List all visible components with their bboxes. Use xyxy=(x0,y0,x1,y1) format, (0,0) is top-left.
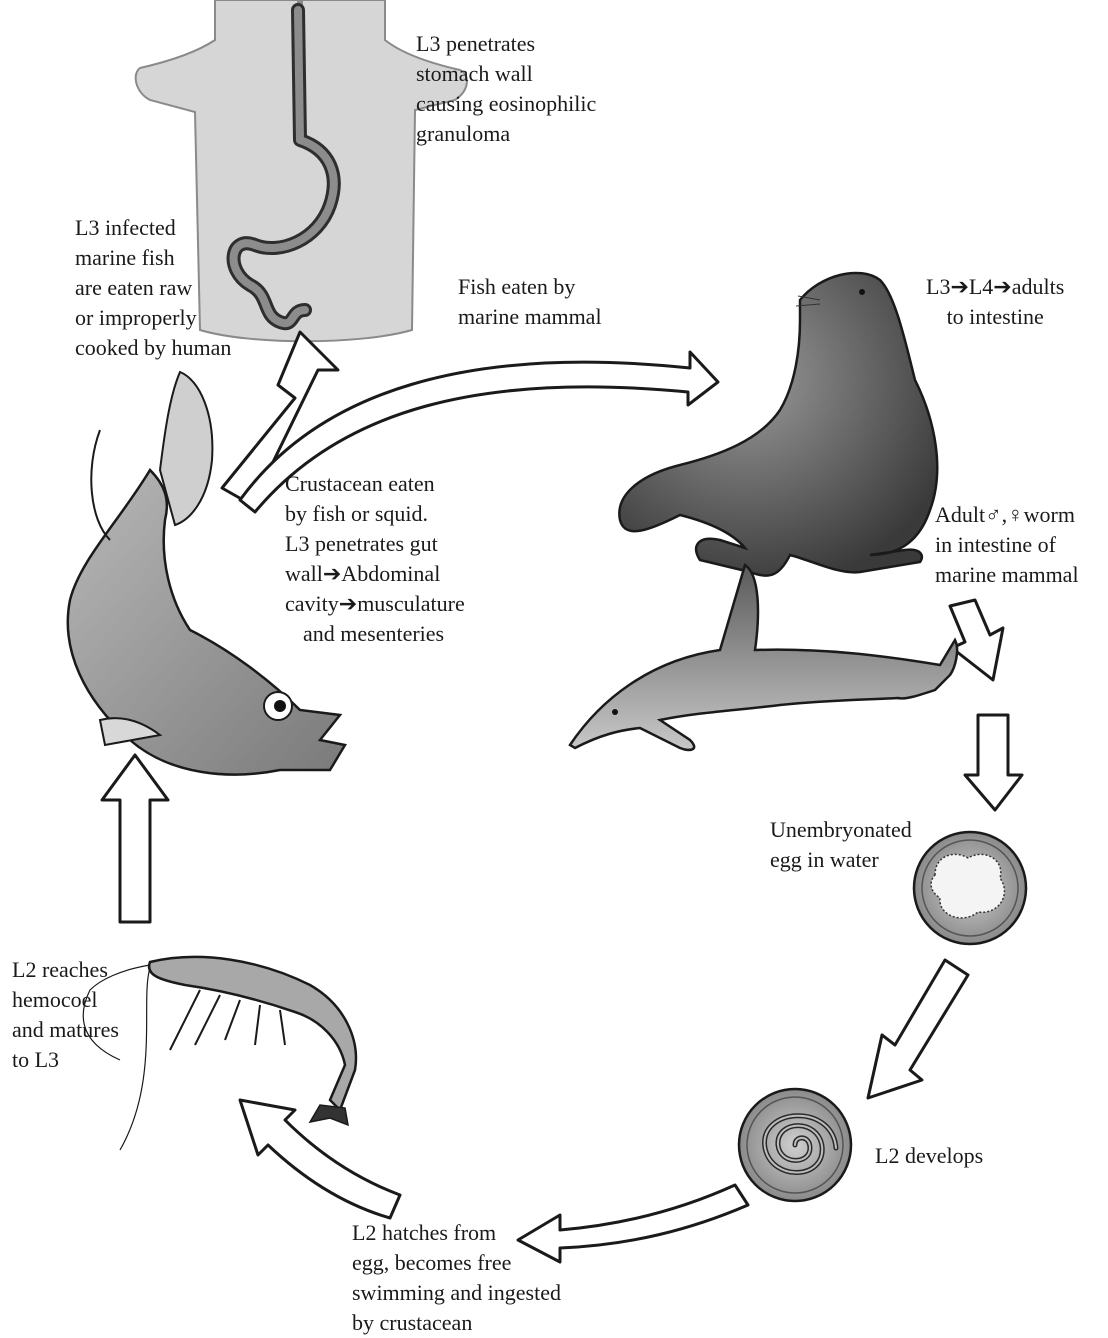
text-line: L3 penetrates xyxy=(416,29,596,59)
text-line: swimming and ingested xyxy=(352,1278,561,1308)
text-line: Fish eaten by xyxy=(458,272,602,302)
text-line: and matures xyxy=(12,1015,119,1045)
stomach-penetration-label: L3 penetrates stomach wall causing eosin… xyxy=(416,29,596,149)
text-line: hemocoel xyxy=(12,985,119,1015)
text-line: by fish or squid. xyxy=(285,499,465,529)
text-line: L3➔L4➔adults xyxy=(926,272,1064,302)
text-line: L2 reaches xyxy=(12,955,119,985)
text-line: Unembryonated xyxy=(770,815,912,845)
l2-matures-label: L2 reaches hemocoel and matures to L3 xyxy=(12,955,119,1075)
text-line: L2 develops xyxy=(875,1141,983,1171)
crustacean-eaten-label: Crustacean eaten by fish or squid. L3 pe… xyxy=(285,469,465,649)
text-line: Crustacean eaten xyxy=(285,469,465,499)
dolphin-icon xyxy=(570,565,957,750)
text-line: egg in water xyxy=(770,845,912,875)
text-line: marine fish xyxy=(75,243,231,273)
text-line: egg, becomes free xyxy=(352,1248,561,1278)
shrimp-icon xyxy=(83,957,356,1150)
text-line: marine mammal xyxy=(935,560,1079,590)
text-line: marine mammal xyxy=(458,302,602,332)
sea-lion-icon xyxy=(619,273,937,576)
text-line: cooked by human xyxy=(75,333,231,363)
text-line: in intestine of xyxy=(935,530,1079,560)
text-line: causing eosinophilic xyxy=(416,89,596,119)
text-line: Adult♂,♀worm xyxy=(935,500,1079,530)
text-line: and mesenteries xyxy=(285,619,465,649)
text-line: granuloma xyxy=(416,119,596,149)
human-ingestion-label: L3 infected marine fish are eaten raw or… xyxy=(75,213,231,363)
fish-eaten-label: Fish eaten by marine mammal xyxy=(458,272,602,332)
text-line: to L3 xyxy=(12,1045,119,1075)
text-line: cavity➔musculature xyxy=(285,589,465,619)
larval-development-label: L3➔L4➔adults to intestine xyxy=(926,272,1064,332)
text-line: L2 hatches from xyxy=(352,1218,561,1248)
adult-worm-label: Adult♂,♀worm in intestine of marine mamm… xyxy=(935,500,1079,590)
text-line: to intestine xyxy=(926,302,1064,332)
larva-egg-icon xyxy=(739,1089,851,1201)
unembryonated-egg-icon xyxy=(914,832,1026,944)
unembryonated-egg-label: Unembryonated egg in water xyxy=(770,815,912,875)
text-line: wall➔Abdominal xyxy=(285,559,465,589)
text-line: are eaten raw xyxy=(75,273,231,303)
text-line: L3 penetrates gut xyxy=(285,529,465,559)
text-line: L3 infected xyxy=(75,213,231,243)
text-line: or improperly xyxy=(75,303,231,333)
l2-hatches-label: L2 hatches from egg, becomes free swimmi… xyxy=(352,1218,561,1338)
text-line: stomach wall xyxy=(416,59,596,89)
l2-develops-label: L2 develops xyxy=(875,1141,983,1171)
